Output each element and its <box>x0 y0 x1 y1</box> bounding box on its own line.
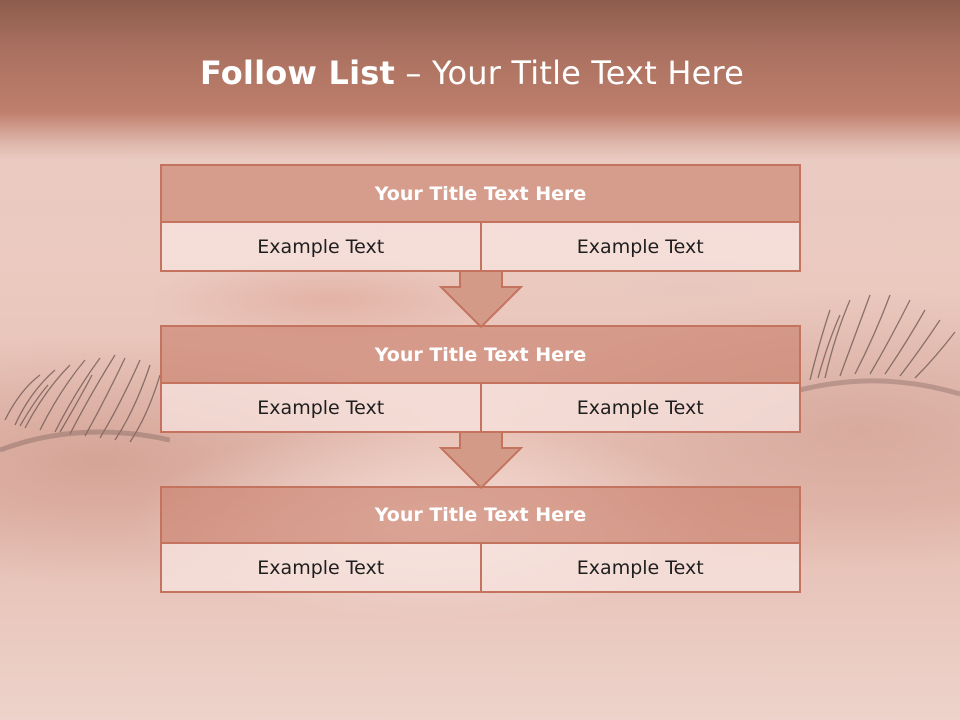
down-arrow-icon-1 <box>438 270 524 329</box>
eyelashes-left-decoration <box>0 354 170 453</box>
slide-title-bold: Follow List <box>199 54 396 92</box>
step-title-1: Your Title Text Here <box>162 166 799 223</box>
step-1-left-text: Example Text <box>162 223 482 270</box>
step-row-3: Example Text Example Text <box>162 544 799 591</box>
step-title-2: Your Title Text Here <box>162 327 799 384</box>
step-box-1: Your Title Text Here Example Text Exampl… <box>160 164 801 272</box>
step-2-right-text: Example Text <box>481 384 799 431</box>
slide-title: Follow List – Your Title Text Here <box>0 54 944 92</box>
eyelashes-right-decoration <box>800 294 960 397</box>
step-title-3: Your Title Text Here <box>162 488 799 544</box>
header-band <box>0 0 960 160</box>
slide-title-rest: – Your Title Text Here <box>405 54 745 92</box>
step-3-right-text: Example Text <box>481 544 799 591</box>
down-arrow-icon-2 <box>438 431 524 490</box>
step-box-2: Your Title Text Here Example Text Exampl… <box>160 325 801 433</box>
step-row-2: Example Text Example Text <box>162 384 799 431</box>
step-box-3: Your Title Text Here Example Text Exampl… <box>160 486 801 593</box>
step-2-left-text: Example Text <box>162 384 482 431</box>
step-1-right-text: Example Text <box>481 223 799 270</box>
step-3-left-text: Example Text <box>162 544 482 591</box>
step-row-1: Example Text Example Text <box>162 223 799 270</box>
